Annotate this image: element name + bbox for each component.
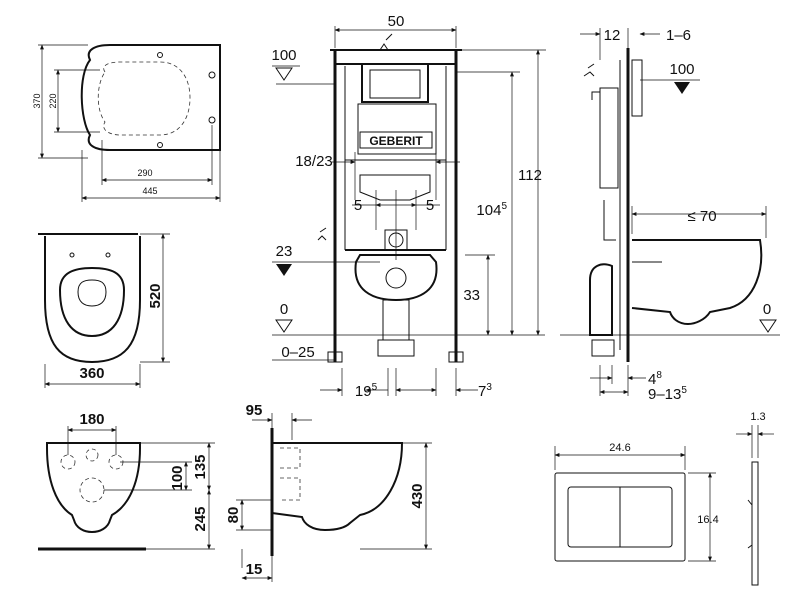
seat-top-view: 370 220 290 445 (32, 44, 221, 202)
frame-width-50: 50 (388, 13, 405, 30)
plate-thickness: 1.3 (750, 411, 765, 423)
flush-plate-front: 24.6 16.4 (554, 442, 719, 562)
side-level-100: 100 (669, 61, 694, 78)
hole-floor-245: 245 (192, 506, 209, 531)
frame-base-right: 73 (478, 382, 492, 400)
frame-height-104: 1045 (476, 201, 507, 219)
plate-height: 16.4 (697, 514, 718, 526)
side-level-0: 0 (763, 301, 771, 318)
seat-hinge-290: 290 (137, 168, 152, 178)
frame-height-33: 33 (463, 287, 480, 304)
frame-floor-0-25: 0–25 (281, 344, 314, 361)
installation-side-view: 12 1–6 100 ≤ 70 0 48 9–135 (560, 27, 780, 403)
plate-width: 24.6 (609, 442, 630, 454)
frame-level-100: 100 (271, 47, 296, 64)
bowl-front-view: 520 360 (38, 233, 170, 388)
hole-spacing-180: 180 (79, 411, 104, 428)
frame-height-112: 112 (518, 167, 542, 184)
side-top-95: 95 (246, 402, 263, 419)
side-height-430: 430 (409, 483, 426, 508)
frame-spacing-18-23: 18/23 (295, 153, 333, 170)
bowl-side-view: 95 430 80 15 (225, 402, 432, 582)
side-bottom-15: 15 (246, 561, 263, 578)
side-dim-1-6: 1–6 (666, 27, 691, 44)
frame-offset-left-5: 5 (354, 197, 362, 214)
bowl-length-520: 520 (147, 283, 164, 308)
bowl-width-360: 360 (79, 365, 104, 382)
seat-depth-370: 370 (32, 93, 42, 108)
hole-vertical-100: 100 (169, 465, 186, 490)
frame-base-left: 195 (355, 382, 378, 400)
frame-level-0: 0 (280, 301, 288, 318)
frame-front-view: GEBERIT 50 100 18/23 5 5 2 (271, 13, 546, 400)
side-reach-70: ≤ 70 (687, 208, 716, 225)
side-dim-9-13: 9–135 (648, 385, 687, 403)
side-dim-4: 48 (648, 370, 662, 388)
hole-top-135: 135 (192, 454, 209, 479)
side-offset-80: 80 (225, 507, 242, 524)
flush-plate-side: 1.3 (736, 411, 774, 586)
side-dim-12: 12 (604, 27, 621, 44)
seat-opening-220: 220 (48, 93, 58, 108)
frame-offset-right-5: 5 (426, 197, 434, 214)
brand-label: GEBERIT (369, 134, 423, 148)
bowl-rear-view: 180 100 135 245 (38, 411, 215, 551)
seat-length-445: 445 (142, 186, 157, 196)
frame-level-23: 23 (276, 243, 293, 260)
